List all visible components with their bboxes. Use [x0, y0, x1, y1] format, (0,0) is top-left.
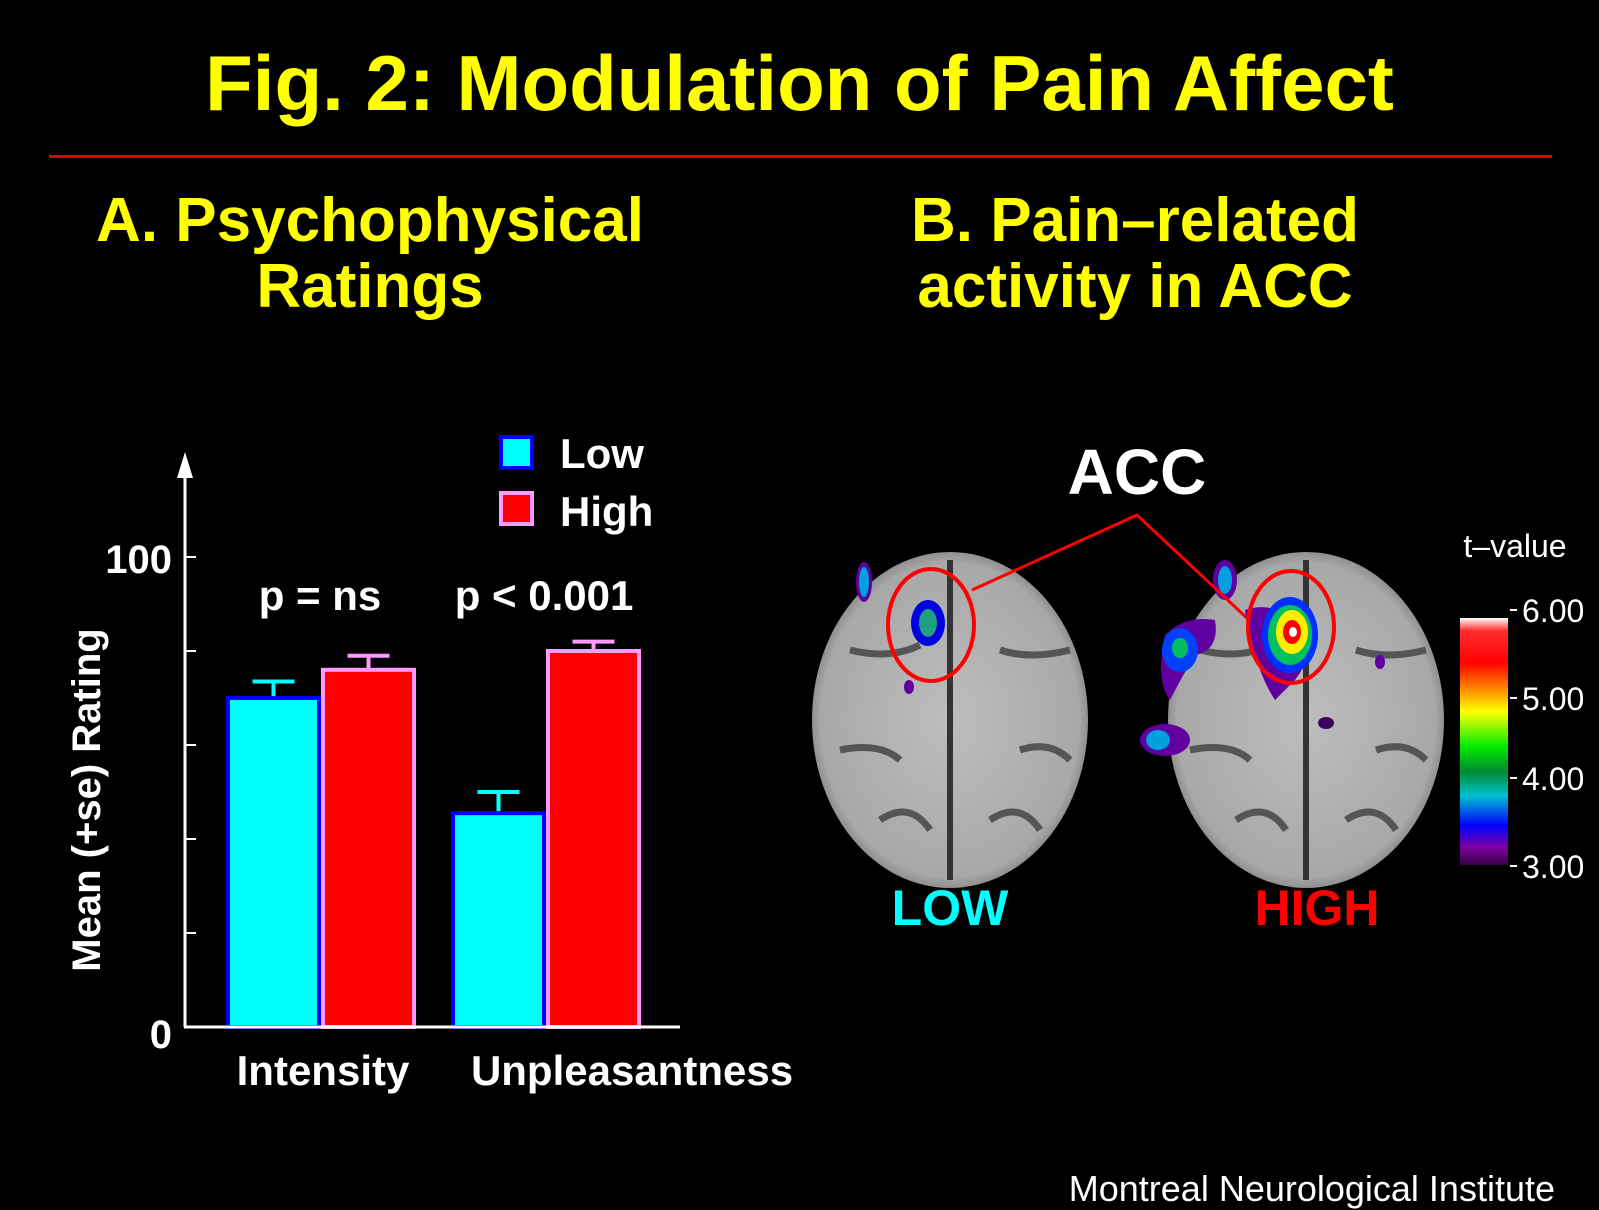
error-bar-low-intensity [252, 679, 295, 698]
colorbar [1460, 618, 1508, 865]
x-label-unpleasantness: Unpleasantness [471, 1047, 793, 1094]
panel-b-title-line1: B. Pain–related [911, 186, 1359, 255]
bar-high-intensity [321, 667, 416, 1029]
y-tick-label-0: 0 [150, 1013, 172, 1057]
bar-low-intensity [226, 696, 321, 1029]
colorbar-tick-3: 3.00 [1522, 849, 1584, 885]
y-tick-label-100: 100 [105, 538, 172, 582]
colorbar-tick-6: 6.00 [1522, 593, 1584, 629]
bar-low-unpleasantness [451, 811, 546, 1030]
panel-a-title-line2: Ratings [256, 252, 484, 321]
bar-high-unpleasantness [546, 649, 641, 1029]
colorbar-title: t–value [1463, 528, 1566, 564]
acc-label: ACC [1068, 436, 1207, 508]
colorbar-tick-5: 5.00 [1522, 681, 1584, 717]
slide-title: Fig. 2: Modulation of Pain Affect [205, 39, 1394, 127]
acc-circle-low [886, 567, 976, 683]
footer-credit: Montreal Neurological Institute [1068, 1168, 1555, 1209]
acc-connector-lines [971, 513, 1251, 622]
legend-swatch-high [499, 491, 534, 526]
panel-a-title-line1: A. Psychophysical [96, 186, 644, 255]
colorbar-tick-4: 4.00 [1522, 761, 1584, 797]
panel-b-title: B. Pain–related activity in ACC [800, 188, 1470, 320]
bar-chart: 100 0 Mean (+se) Rating Intensity Unplea… [65, 430, 793, 1094]
x-label-intensity: Intensity [237, 1047, 410, 1094]
panel-a-title: A. Psychophysical Ratings [40, 188, 700, 320]
error-bar-low-unpleasantness [477, 790, 520, 814]
low-condition-label: LOW [892, 880, 1009, 936]
title-divider [49, 155, 1552, 158]
legend-swatch-low [499, 435, 534, 470]
p-value-intensity: p = ns [259, 572, 382, 619]
high-condition-label: HIGH [1255, 880, 1380, 936]
brain-activation-figure: ACC LOW HIGH t–value 6.00 5.00 4.00 3.00 [812, 436, 1584, 936]
y-axis-arrow [177, 452, 193, 478]
panel-b-title-line2: activity in ACC [917, 252, 1353, 321]
brain-slice-low [812, 552, 1088, 888]
brain-slice-high [1140, 552, 1444, 888]
legend-label-high: High [560, 488, 653, 535]
legend-label-low: Low [560, 430, 644, 477]
p-value-unpleasantness: p < 0.001 [455, 572, 634, 619]
error-bar-high-intensity [347, 653, 390, 670]
acc-circle-high [1246, 569, 1336, 685]
y-axis-label: Mean (+se) Rating [65, 628, 109, 971]
